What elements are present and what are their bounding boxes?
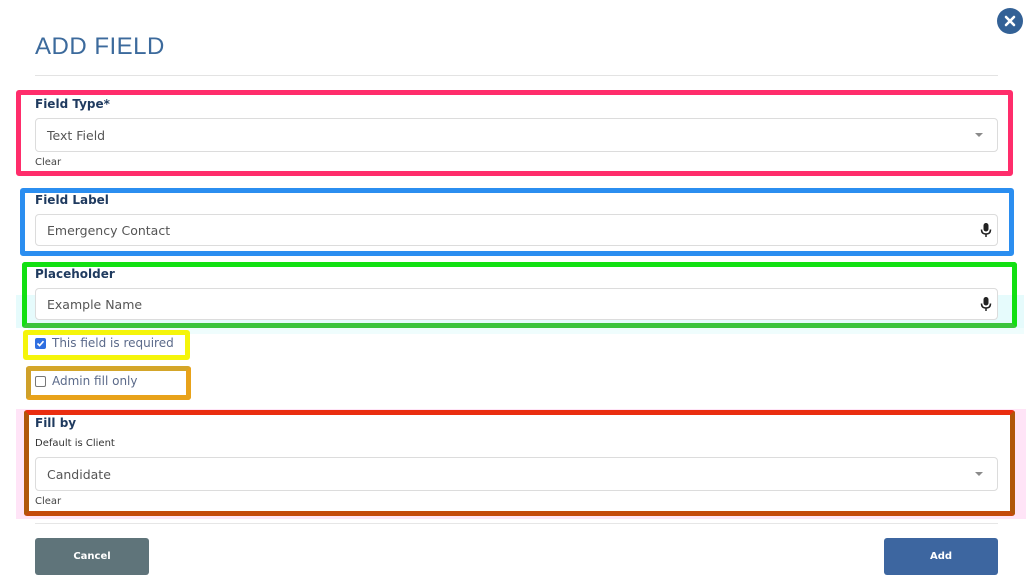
field-type-value: Text Field bbox=[47, 127, 106, 143]
annotation-box-field-label bbox=[20, 188, 1014, 256]
cancel-button[interactable]: Cancel bbox=[35, 538, 149, 575]
placeholder-label: Placeholder bbox=[35, 267, 115, 281]
fill-by-clear-link[interactable]: Clear bbox=[35, 496, 62, 507]
microphone-icon[interactable] bbox=[979, 296, 993, 312]
placeholder-input[interactable]: Example Name bbox=[35, 288, 998, 320]
admin-fill-checkbox-label: Admin fill only bbox=[52, 374, 138, 388]
placeholder-value: Example Name bbox=[47, 296, 143, 312]
admin-fill-checkbox[interactable] bbox=[35, 375, 46, 387]
caret-down-icon bbox=[975, 133, 983, 137]
microphone-icon[interactable] bbox=[979, 222, 993, 238]
required-checkbox-label: This field is required bbox=[52, 336, 174, 350]
caret-down-icon bbox=[975, 472, 983, 476]
annotation-box-field-type bbox=[16, 90, 1013, 176]
close-icon bbox=[1004, 15, 1016, 27]
add-button[interactable]: Add bbox=[884, 538, 998, 575]
fill-by-value: Candidate bbox=[47, 466, 111, 482]
fill-by-label: Fill by bbox=[35, 416, 77, 430]
dialog-title: ADD FIELD bbox=[35, 33, 165, 60]
fill-by-hint: Default is Client bbox=[35, 438, 115, 449]
checkmark-icon bbox=[36, 340, 45, 347]
field-label-value: Emergency Contact bbox=[47, 222, 171, 238]
footer-divider bbox=[35, 523, 998, 524]
field-type-label: Field Type* bbox=[35, 97, 110, 111]
annotation-highlight bbox=[28, 328, 1024, 334]
required-checkbox-row[interactable]: This field is required bbox=[35, 336, 174, 350]
field-type-clear-link[interactable]: Clear bbox=[35, 157, 62, 168]
fill-by-select[interactable]: Candidate bbox=[35, 457, 998, 491]
admin-fill-checkbox-row[interactable]: Admin fill only bbox=[35, 374, 137, 388]
annotation-box-placeholder bbox=[22, 262, 1017, 328]
annotation-box-admin-fill bbox=[26, 366, 191, 400]
required-checkbox[interactable] bbox=[35, 337, 46, 349]
field-label-input[interactable]: Emergency Contact bbox=[35, 214, 998, 246]
close-button[interactable] bbox=[997, 8, 1023, 34]
field-type-select[interactable]: Text Field bbox=[35, 118, 998, 152]
field-label-label: Field Label bbox=[35, 193, 109, 207]
annotation-box-required bbox=[23, 330, 190, 360]
title-divider bbox=[35, 75, 998, 76]
